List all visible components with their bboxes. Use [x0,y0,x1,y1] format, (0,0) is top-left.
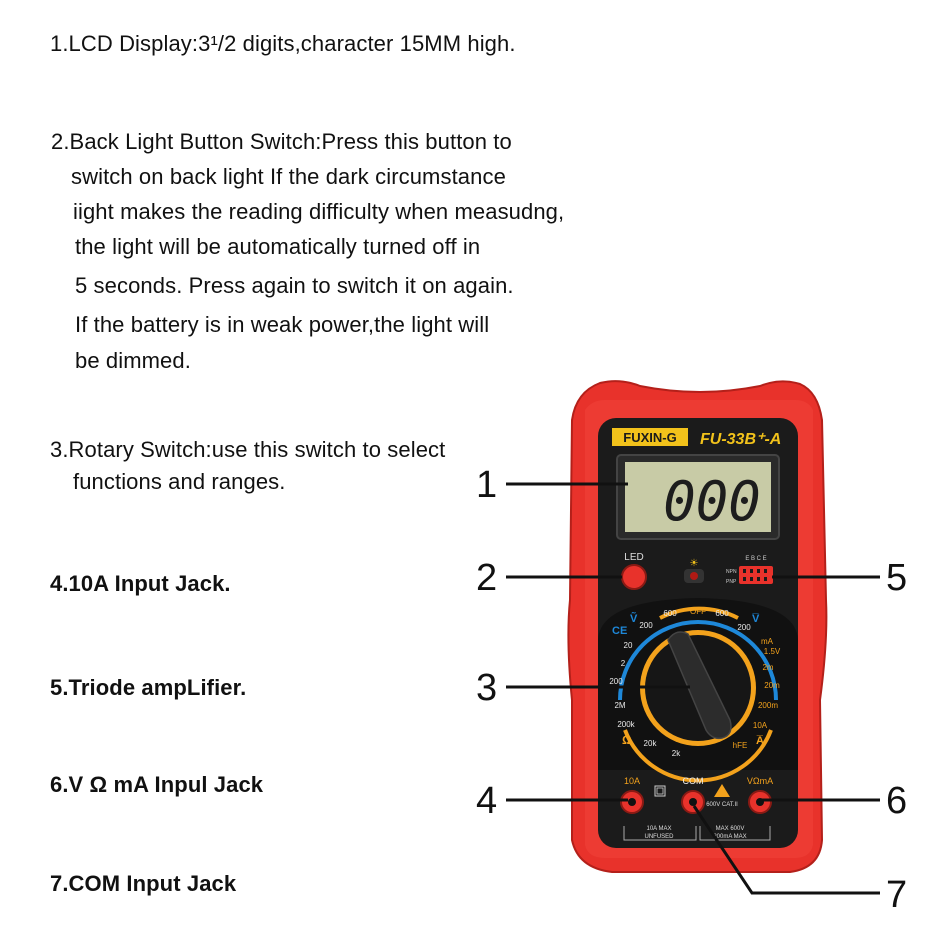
desc-backlight-line-5: 5 seconds. Press again to switch it on a… [75,273,514,298]
ohm-symbol: Ω [622,733,632,747]
callout-4: 4 [476,780,498,822]
callout-7: 7 [886,874,908,916]
amp-symbol: A̅ [756,735,764,747]
led-label: LED [624,552,643,563]
dial-label: 600 [663,609,677,618]
pnp-label: PNP [726,579,737,585]
desc-backlight-line-7: be dimmed. [75,348,191,373]
dial-label: hFE [733,741,748,750]
dial-label: 2M [614,701,625,710]
dial-label: mA [761,637,774,646]
jack-left-note-1: 10A MAX [646,826,671,832]
indicator-light [690,572,698,580]
desc-vohm-jack: 6.V Ω mA Inpul Jack [50,772,264,797]
brand-badge [612,428,688,446]
npn-label: NPN [726,569,737,575]
dial-label: 10A [753,721,768,730]
callout-5: 5 [886,557,908,599]
jack-right-note-1: MAX 600V [716,826,745,832]
dial-label: 20m [764,681,780,690]
dial-arc-orange [623,729,773,783]
dial-label: 200m [758,701,778,710]
dial-label: 20 [624,641,633,650]
dial-label: 2m [762,663,773,672]
rotary-switch-pointer[interactable] [667,631,732,740]
desc-10a-jack: 4.10A Input Jack. [50,571,231,596]
lcd-display [625,462,771,532]
jack-10a-label: 10A [624,776,640,786]
desc-com-jack: 7.COM Input Jack [50,871,237,896]
callout-3: 3 [476,667,498,709]
dial-off-label: OFF [690,607,706,616]
jack-com-label: COM [683,776,704,786]
dial-label: 200 [609,677,623,686]
v-dc-symbol: V̅ [752,613,760,625]
dial-label: 2k [672,749,681,758]
lcd-reading: 000 [663,470,761,533]
model-name: FU-33B⁺-A [700,431,781,448]
callout-line-7 [692,805,880,895]
dial-label: 2 [621,659,626,668]
callout-1: 1 [476,464,498,506]
dial-arc-blue [618,620,699,701]
svg-text:☀: ☀ [690,558,699,569]
desc-backlight-line-3: iight makes the reading difficulty when … [73,199,565,224]
dial-label: 200 [737,623,751,632]
desc-backlight-line-2: switch on back light If the dark circums… [71,164,506,189]
desc-backlight-line-1: 2.Back Light Button Switch:Press this bu… [51,129,512,154]
dial-label: 200k [617,720,635,729]
backlight-button[interactable] [621,564,647,590]
v-ac-symbol: Ṽ [630,612,638,625]
desc-backlight-line-4: the light will be automatically turned o… [75,234,481,259]
dial-label: 600 [715,609,729,618]
desc-lcd-display: 1.LCD Display:3¹/2 digits,character 15MM… [50,31,516,56]
jack-right-note-2: 200mA MAX [713,834,746,840]
dial-label: 1.5V [764,647,781,656]
hfe-socket[interactable] [739,566,773,584]
jack-left-note-2: UNFUSED [644,834,674,840]
desc-rotary-line-2: functions and ranges. [73,469,286,494]
ce-mark: CE [612,625,627,637]
dial-label: 200 [639,621,653,630]
desc-rotary-line-1: 3.Rotary Switch:use this switch to selec… [50,437,446,462]
hfe-pins-label: E B C E [745,556,766,562]
jack-vohm-label: VΩmA [747,776,773,786]
callout-2: 2 [476,557,498,599]
cat-rating: 600V CAT.II [706,802,738,808]
desc-backlight-line-6: If the battery is in weak power,the ligh… [75,312,490,337]
desc-triode: 5.Triode ampLifier. [50,675,247,700]
callout-6: 6 [886,780,908,822]
dial-label: 20k [644,739,658,748]
brand-name: FUXIN-G [623,430,676,445]
